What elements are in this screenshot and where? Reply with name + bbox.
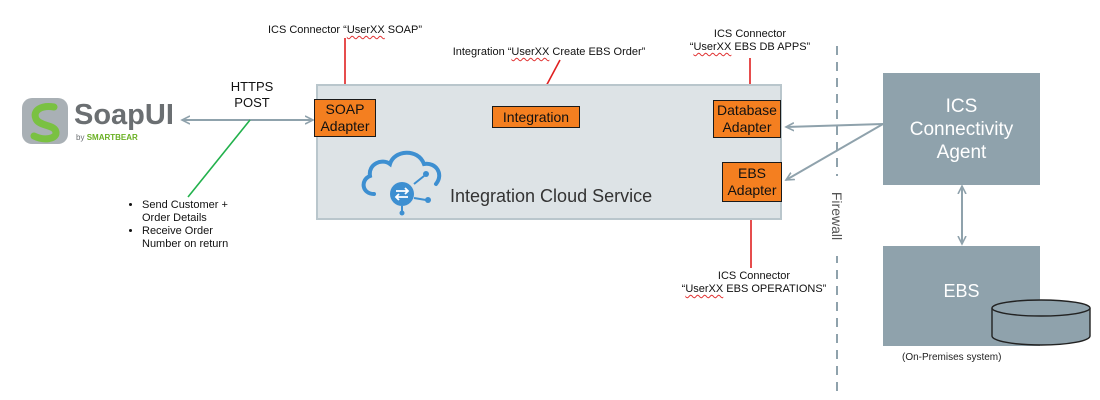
ebs-label: EBS (943, 281, 980, 301)
integration-box: Integration (492, 106, 580, 128)
note-item: Receive Order Number on return (142, 225, 250, 251)
callout-name: UserXX (511, 46, 550, 58)
callout-text: ICS Connector (713, 28, 787, 40)
post-text: POST (234, 95, 270, 110)
callout-text: Create EBS Order” (549, 46, 646, 58)
https-text: HTTPS (230, 79, 274, 94)
smartbear-tagline: by SMARTBEAR (76, 133, 138, 143)
callout-name: UserXX (346, 24, 385, 36)
callout-text: “ (681, 283, 686, 295)
callout-text: ICS Connector “ (267, 24, 347, 36)
database-adapter-box: Database Adapter (713, 100, 781, 138)
agent-to-db-arrow (786, 124, 884, 127)
client-notes: Send Customer + Order Details Receive Or… (130, 199, 250, 251)
soapui-logo-icon (22, 98, 68, 144)
on-premises-caption: (On-Premises system) (902, 352, 1002, 363)
soap-adapter-box: SOAP Adapter (314, 99, 376, 137)
integration-callout: Integration “UserXX Create EBS Order” (444, 46, 654, 59)
soap-connector-callout: ICS Connector “UserXX SOAP” (262, 24, 428, 37)
note-item: Send Customer + Order Details (142, 199, 250, 225)
notes-list: Send Customer + Order Details Receive Or… (130, 199, 250, 251)
callout-text: EBS OPERATIONS” (723, 283, 827, 295)
callout-name: UserXX (685, 283, 724, 295)
callout-text: “ (689, 41, 694, 53)
callout-name: UserXX (693, 41, 732, 53)
cloud-service-title: Integration Cloud Service (450, 186, 653, 206)
ebs-connector-callout: ICS Connector “UserXX EBS OPERATIONS” (674, 270, 834, 296)
cloud-icon (361, 150, 442, 216)
smartbear-text: SMARTBEAR (86, 133, 138, 142)
connectivity-agent-box: ICS Connectivity Agent (883, 73, 1040, 185)
soapui-logo-text: SoapUI (74, 99, 174, 131)
callout-second-line: “UserXX EBS OPERATIONS” (674, 283, 834, 296)
https-post-label: HTTPS POST (220, 79, 284, 111)
soapui-logo: SoapUI by SMARTBEAR (20, 94, 180, 150)
ebs-adapter-box: EBS Adapter (722, 162, 782, 202)
firewall-label-wrap: Firewall (817, 176, 857, 256)
callout-text: EBS DB APPS” (731, 41, 811, 53)
callout-text: Integration “ (452, 46, 512, 58)
agent-to-ebs-arrow (786, 123, 884, 180)
note-line (187, 119, 251, 198)
callout-second-line: “UserXX EBS DB APPS” (680, 41, 820, 54)
by-text: by (76, 133, 85, 142)
db-connector-callout: ICS Connector “UserXX EBS DB APPS” (680, 28, 820, 54)
firewall-label: Firewall (827, 176, 847, 256)
callout-text: ICS Connector (717, 270, 791, 282)
database-cylinder-icon (991, 299, 1091, 346)
callout-text: SOAP” (384, 24, 423, 36)
